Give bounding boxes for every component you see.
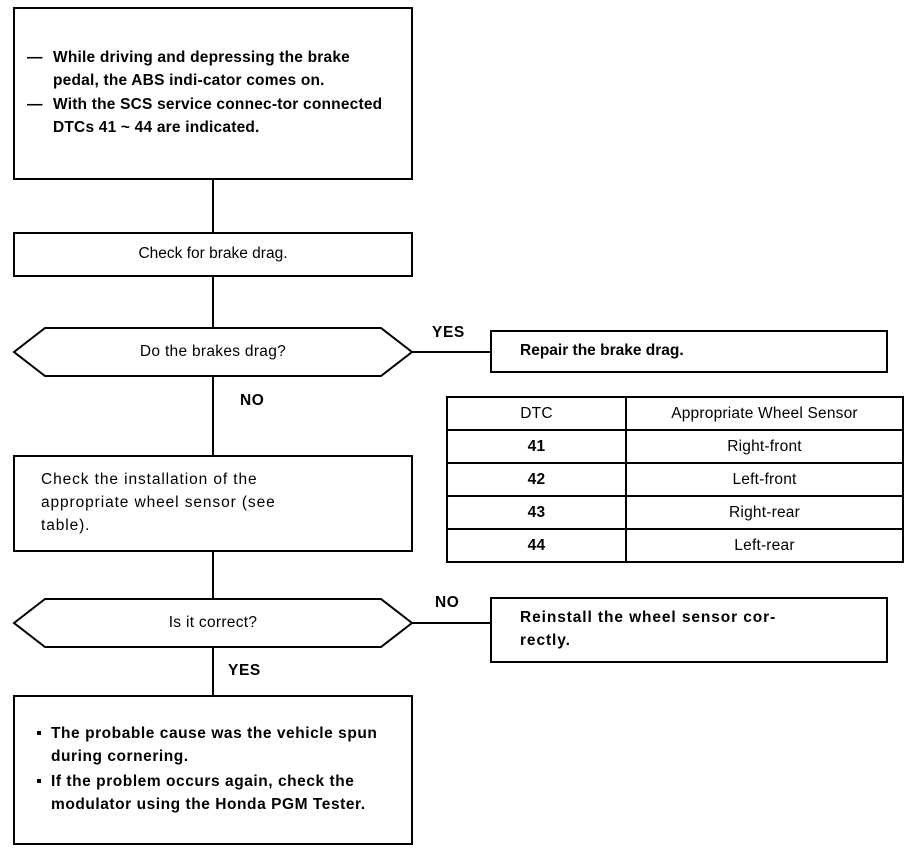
symptom-item-text: With the SCS service connec-tor connecte… [53, 95, 383, 113]
decision-do-brakes-drag: Do the brakes drag? [12, 327, 414, 377]
conclusion-item: If the problem occurs again, check the m… [37, 770, 389, 817]
table-row: 43 Right-rear [446, 495, 904, 530]
branch-label-yes-1: YES [432, 324, 465, 341]
square-bullet-icon [37, 779, 41, 783]
table-header-row: DTC Appropriate Wheel Sensor [446, 396, 904, 431]
table-cell-sensor: Right-front [625, 429, 904, 464]
conclusion-item-text: The probable cause was the vehicle spun … [51, 724, 378, 765]
table-row: 41 Right-front [446, 429, 904, 464]
action-repair-brake-drag-label: Repair the brake drag. [520, 342, 684, 360]
step-check-brake-drag-label: Check for brake drag. [138, 245, 288, 263]
decision-is-it-correct: Is it correct? [12, 598, 414, 648]
table-cell-sensor: Left-rear [625, 528, 904, 563]
conclusion-box: The probable cause was the vehicle spun … [13, 695, 413, 845]
decision-do-brakes-drag-label: Do the brakes drag? [139, 343, 287, 360]
table-cell-sensor: Right-rear [625, 495, 904, 530]
table-row: 42 Left-front [446, 462, 904, 497]
table-header-sensor: Appropriate Wheel Sensor [625, 396, 904, 431]
dash-marker: — [27, 48, 43, 66]
conclusion-list: The probable cause was the vehicle spun … [37, 722, 389, 817]
table-cell-sensor: Left-front [625, 462, 904, 497]
symptom-item: — While driving and depressing the brake… [27, 47, 399, 93]
connector-symptom-to-check [212, 180, 214, 232]
table-cell-dtc: 43 [446, 495, 627, 530]
step-check-installation: Check the installation of the appropriat… [13, 455, 413, 552]
symptom-item-text: While driving and depressing the brake p… [53, 48, 350, 89]
square-bullet-icon [37, 730, 41, 735]
symptom-item: — With the SCS service connec-tor connec… [27, 94, 399, 117]
table-cell-dtc: 42 [446, 462, 627, 497]
symptom-list: — While driving and depressing the brake… [27, 47, 399, 117]
connector-install-to-decision2 [212, 552, 214, 598]
connector-decision2-no [412, 622, 490, 624]
step-check-installation-label: Check the installation of the appropriat… [41, 471, 276, 534]
dtc-wheel-sensor-table: DTC Appropriate Wheel Sensor 41 Right-fr… [446, 396, 904, 563]
branch-label-no-2: NO [435, 594, 460, 611]
action-reinstall-sensor-label: Reinstall the wheel sensor cor- rectly. [520, 609, 777, 649]
conclusion-item-text: If the problem occurs again, check the m… [51, 773, 366, 814]
conclusion-item: The probable cause was the vehicle spun … [37, 722, 389, 769]
connector-decision2-yes [212, 648, 214, 695]
table-cell-dtc: 44 [446, 528, 627, 563]
action-reinstall-sensor: Reinstall the wheel sensor cor- rectly. [490, 597, 888, 663]
table-header-dtc: DTC [446, 396, 627, 431]
connector-check-to-decision1 [212, 277, 214, 327]
connector-decision1-no [212, 377, 214, 455]
branch-label-no-1: NO [240, 392, 265, 409]
decision-is-it-correct-label: Is it correct? [168, 614, 258, 631]
step-check-brake-drag: Check for brake drag. [13, 232, 413, 277]
symptom-dtc-line: DTCs 41 ~ 44 are indicated. [53, 119, 260, 137]
symptom-box: — While driving and depressing the brake… [13, 7, 413, 180]
action-repair-brake-drag: Repair the brake drag. [490, 330, 888, 373]
table-cell-dtc: 41 [446, 429, 627, 464]
dash-marker: — [27, 95, 43, 113]
table-row: 44 Left-rear [446, 528, 904, 563]
branch-label-yes-2: YES [228, 662, 261, 679]
connector-decision1-yes [412, 351, 490, 353]
